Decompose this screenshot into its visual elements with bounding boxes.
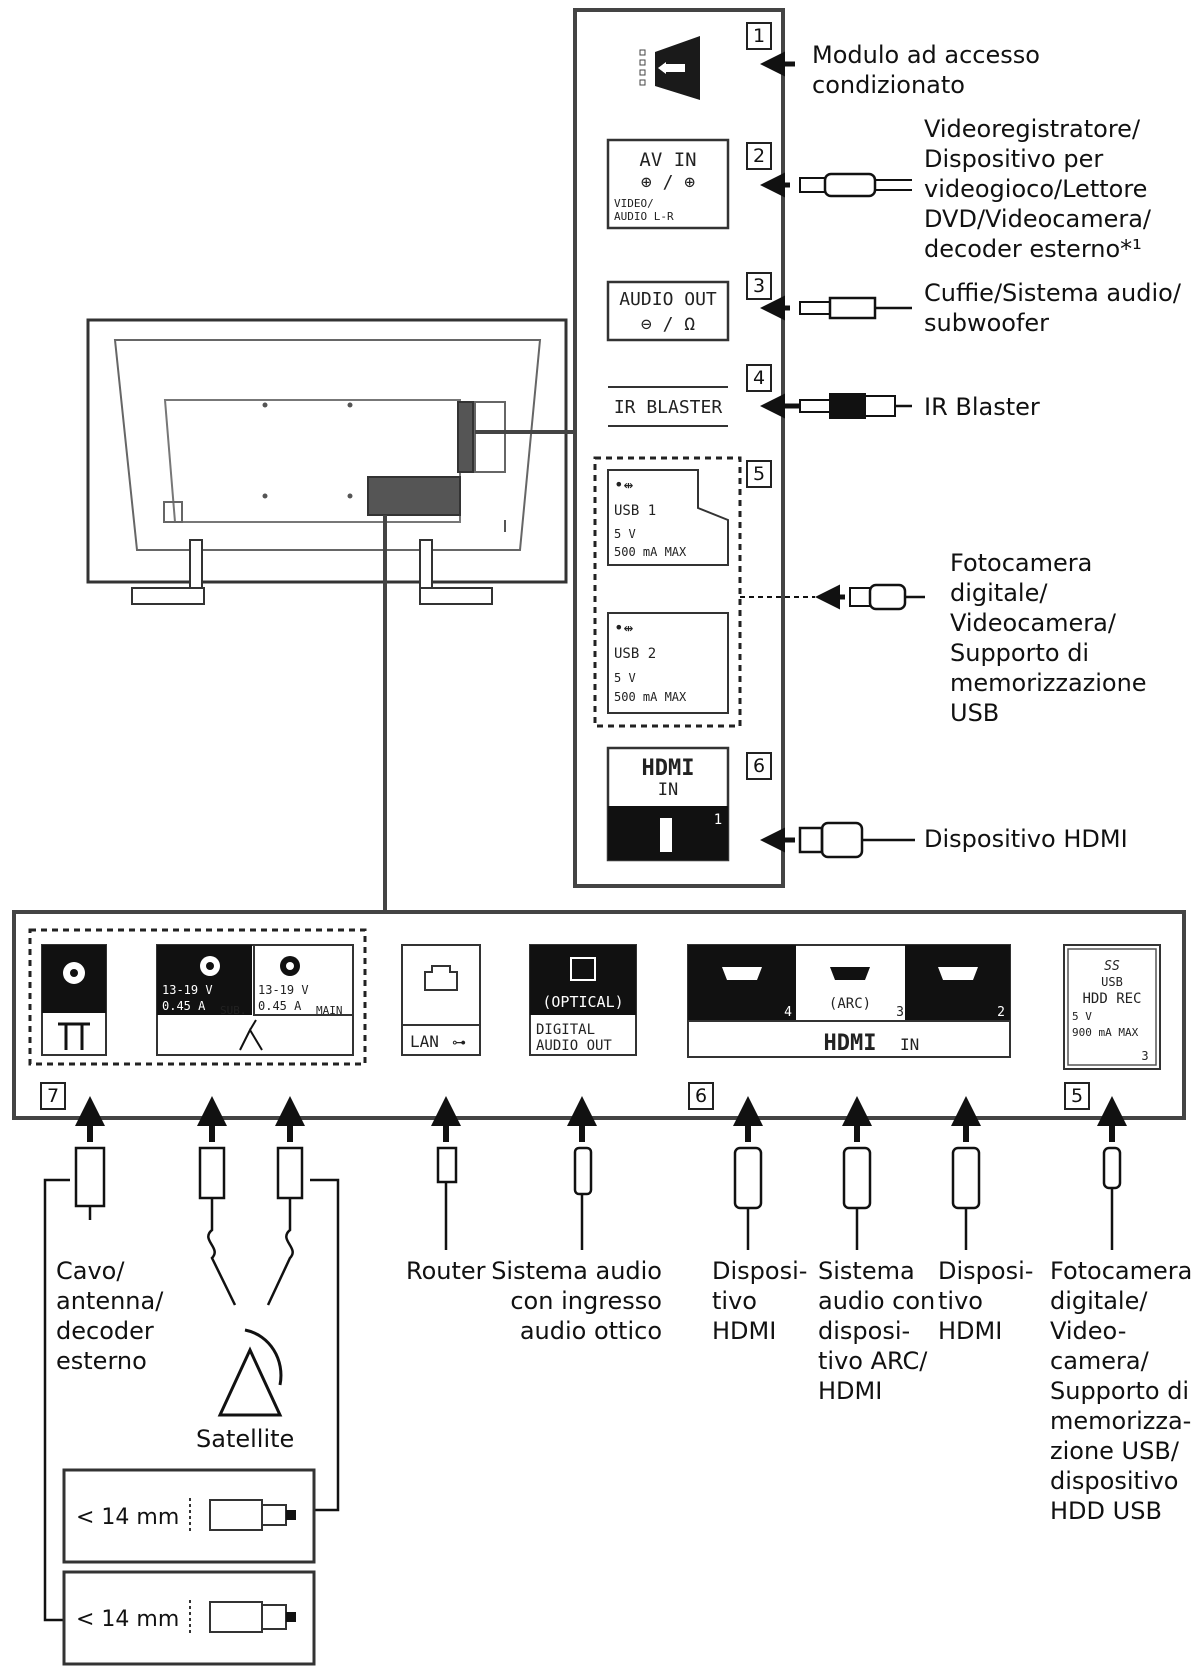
audio-out-bottom-label: AUDIO OUT xyxy=(536,1038,612,1054)
usb1-icon: •⇹ xyxy=(614,475,634,494)
lan-label: LAN xyxy=(410,1032,439,1051)
side-number-2: 2 xyxy=(746,142,772,170)
lan-icon: ⊶ xyxy=(452,1035,466,1051)
cam-slot-icon xyxy=(639,36,700,100)
usb-hdd-number: 3 xyxy=(1141,1049,1148,1063)
tv-rear-view xyxy=(86,318,568,605)
av-in-icons: ⊕ / ⊕ xyxy=(641,172,695,193)
audio-out-port: AUDIO OUT ⊖ / Ω xyxy=(606,280,730,342)
usb1-current: 500 mA MAX xyxy=(614,545,687,559)
digital-label: DIGITAL xyxy=(536,1022,595,1038)
bottom-number-6: 6 xyxy=(688,1082,714,1110)
label-usb-side: Fotocamera digitale/ Videocamera/ Suppor… xyxy=(950,549,1147,727)
note-1-text: < 14 mm xyxy=(76,1505,179,1530)
sat-sub-label: SUB. xyxy=(220,1004,247,1017)
av-in-sub-1: VIDEO/ xyxy=(614,197,654,210)
sat-main-label: MAIN xyxy=(316,1004,343,1017)
usb-hdd-current: 900 mA MAX xyxy=(1072,1026,1139,1039)
hdmi-in-label: IN xyxy=(900,1035,919,1054)
bottom-panel: 13-19 V 0.45 A SUB. 13-19 V 0.45 A MAIN … xyxy=(12,910,1186,1120)
hdmi2-number: 2 xyxy=(997,1005,1005,1020)
sat-sub-current: 0.45 A xyxy=(162,999,206,1013)
bottom-connectors xyxy=(43,1096,1127,1622)
arc-label: (ARC) xyxy=(829,996,871,1012)
usb1-voltage: 5 V xyxy=(614,527,636,541)
label-router: Router xyxy=(406,1257,486,1285)
label-hdmi-side: Dispositivo HDMI xyxy=(924,825,1128,853)
bottom-number-5: 5 xyxy=(1064,1082,1090,1110)
optical-port: (OPTICAL) DIGITAL AUDIO OUT xyxy=(529,944,637,1056)
antenna-icon xyxy=(58,1022,90,1050)
note-2-text: < 14 mm xyxy=(76,1607,179,1632)
label-av-devices: Videoregistratore/ Dispositivo per video… xyxy=(924,115,1151,263)
usb-side-group: •⇹ USB 1 5 V 500 mA MAX •⇹ USB 2 5 V 500… xyxy=(593,456,742,728)
hdmi-side-port-number: 1 xyxy=(714,812,722,828)
satellite-dish-icon xyxy=(239,1019,263,1051)
side-number-3: 3 xyxy=(746,272,772,300)
ir-blaster-port: IR BLASTER xyxy=(608,386,728,427)
antenna-port xyxy=(41,944,107,1056)
label-hdmi-4: Disposi- tivo HDMI xyxy=(712,1257,808,1345)
audio-out-label: AUDIO OUT xyxy=(619,289,717,310)
sat-sub-voltage: 13-19 V xyxy=(162,983,213,997)
side-number-1: 1 xyxy=(746,22,772,50)
label-satellite: Satellite xyxy=(196,1425,295,1453)
label-headphones: Cuffie/Sistema audio/ subwoofer xyxy=(924,279,1181,337)
satellite-ports: 13-19 V 0.45 A SUB. 13-19 V 0.45 A MAIN xyxy=(156,944,354,1056)
headphone-icon: ⊖ / Ω xyxy=(641,314,695,335)
usb-ss-logo: SS xyxy=(1104,959,1120,974)
connector-note-2: < 14 mm xyxy=(62,1570,316,1666)
usb2-voltage: 5 V xyxy=(614,671,636,685)
usb-hdd-voltage: 5 V xyxy=(1072,1010,1092,1023)
label-hdmi-2: Disposi- tivo HDMI xyxy=(938,1257,1034,1345)
optical-label: (OPTICAL) xyxy=(542,993,623,1011)
av-in-port: AV IN ⊕ / ⊕ VIDEO/ AUDIO L-R xyxy=(606,138,730,230)
usb-hdd-rec: HDD REC xyxy=(1082,991,1141,1007)
hdmi-side-port: HDMI IN 1 xyxy=(606,746,730,862)
hdmi4-number: 4 xyxy=(784,1005,792,1020)
side-number-5: 5 xyxy=(746,460,772,488)
sat-main-current: 0.45 A xyxy=(258,999,302,1013)
label-cable-antenna: Cavo/ antenna/ decoder esterno xyxy=(56,1257,164,1375)
sat-main-voltage: 13-19 V xyxy=(258,983,309,997)
usb2-current: 500 mA MAX xyxy=(614,690,687,704)
usb-hdd-usb: USB xyxy=(1101,975,1123,989)
side-number-6: 6 xyxy=(746,752,772,780)
label-cam: Modulo ad accesso condizionato xyxy=(812,41,1040,99)
hdmi3-number: 3 xyxy=(896,1005,904,1020)
usb1-label: USB 1 xyxy=(614,503,656,519)
label-ir-blaster: IR Blaster xyxy=(924,393,1040,421)
av-in-label: AV IN xyxy=(639,149,696,171)
usb2-icon: •⇹ xyxy=(614,618,634,637)
label-arc: Sistema audio con disposi- tivo ARC/ HDM… xyxy=(818,1257,936,1405)
label-audio-optical: Sistema audio con ingresso audio ottico xyxy=(491,1257,662,1345)
usb-hdd-port: SS USB HDD REC 5 V 900 mA MAX 3 xyxy=(1063,944,1161,1070)
usb2-label: USB 2 xyxy=(614,646,656,662)
hdmi-bottom-ports: 4 (ARC) 3 2 HDMI IN xyxy=(687,944,1011,1058)
bottom-number-7: 7 xyxy=(40,1082,66,1110)
connector-note-1: < 14 mm xyxy=(62,1468,316,1564)
ir-blaster-label: IR BLASTER xyxy=(614,397,723,418)
hdmi-side-logo: HDMI xyxy=(642,756,695,781)
av-in-sub-2: AUDIO L-R xyxy=(614,210,674,223)
hdmi-side-in: IN xyxy=(658,780,678,800)
side-connectors xyxy=(740,51,925,859)
label-usb-hdd: Fotocamera digitale/ Video- camera/ Supp… xyxy=(1050,1257,1193,1525)
side-number-4: 4 xyxy=(746,364,772,392)
hdmi-in-logo: HDMI xyxy=(824,1031,877,1056)
lan-port: LAN ⊶ xyxy=(401,944,481,1056)
